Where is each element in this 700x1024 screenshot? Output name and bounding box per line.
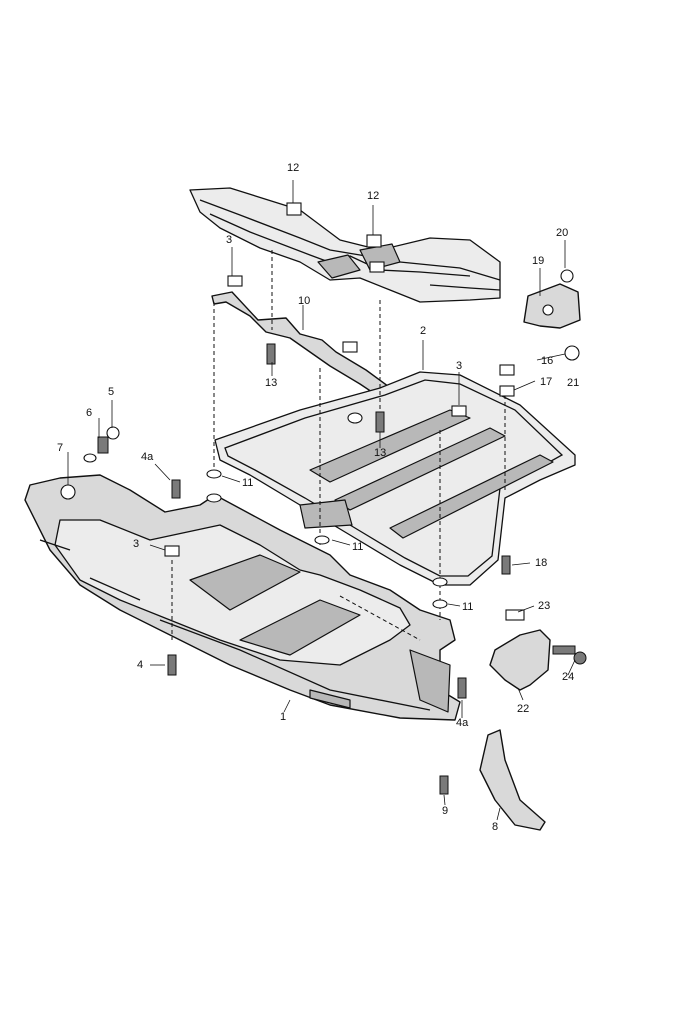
- callout-9: 9: [442, 805, 448, 817]
- callout-3: 3: [133, 538, 139, 550]
- callout-17: 17: [540, 376, 552, 388]
- callout-8: 8: [492, 821, 498, 833]
- callout-4a: 4a: [141, 451, 154, 463]
- callout-6: 6: [86, 407, 92, 419]
- fasteners: [60, 202, 587, 795]
- callout-4a: 4a: [456, 717, 469, 729]
- callout-4: 4: [137, 659, 143, 671]
- callout-22: 22: [517, 703, 529, 715]
- callout-10: 10: [298, 295, 310, 307]
- callout-2: 2: [420, 325, 426, 337]
- callout-5: 5: [108, 386, 114, 398]
- callout-1: 1: [280, 711, 286, 723]
- callout-11: 11: [462, 601, 473, 613]
- callout-12: 12: [287, 162, 299, 174]
- frame-part: [214, 371, 576, 586]
- callout-20: 20: [556, 227, 568, 239]
- upper-body-member: [189, 187, 501, 303]
- callout-3: 3: [226, 234, 232, 246]
- callout-11: 11: [352, 541, 363, 553]
- callout-18: 18: [535, 557, 547, 569]
- callout-3: 3: [456, 360, 462, 372]
- callout-24: 24: [562, 671, 574, 683]
- callout-labels: 12 12 3 10 2 3 13 13 5 6 7 4a 11 3 11 11…: [57, 162, 579, 833]
- callout-13: 13: [374, 447, 386, 459]
- leader-lines: [67, 180, 576, 821]
- callout-19: 19: [532, 255, 544, 267]
- callout-7: 7: [57, 442, 63, 454]
- callout-13: 13: [265, 377, 277, 389]
- callout-12: 12: [367, 190, 379, 202]
- side-brackets: [479, 283, 581, 831]
- alignment-lines: [171, 250, 506, 641]
- callout-23: 23: [538, 600, 550, 612]
- callout-21: 21: [567, 377, 579, 389]
- callout-11: 11: [242, 477, 253, 489]
- callout-16: 16: [541, 355, 553, 367]
- underbody-guard: [24, 474, 461, 721]
